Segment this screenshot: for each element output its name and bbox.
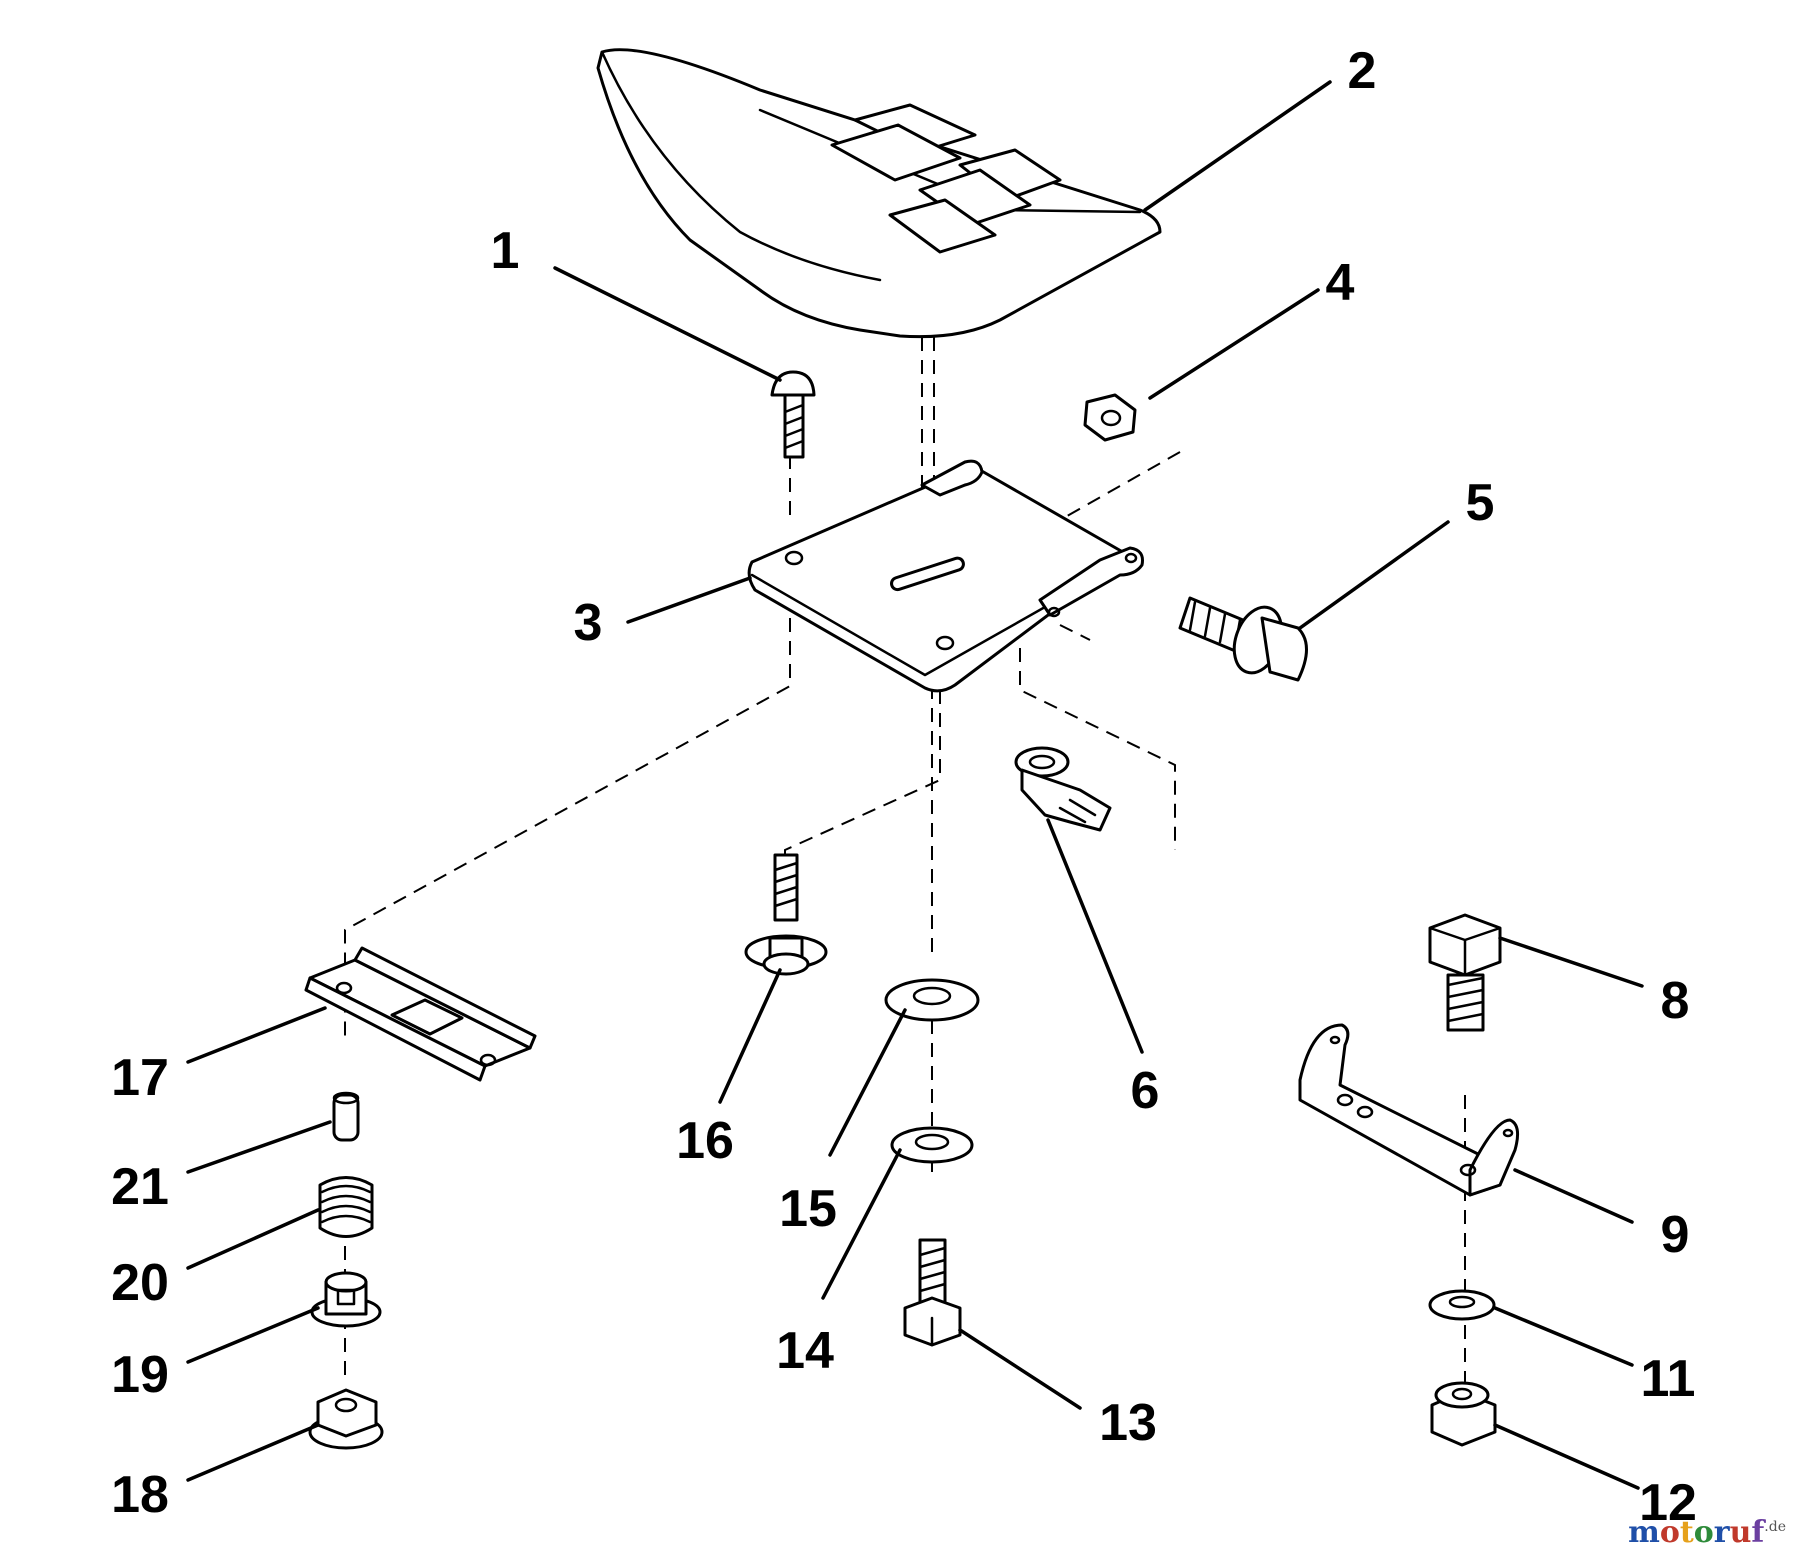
watermark-logo: motoruf.de	[1628, 1515, 1786, 1550]
leader-lines	[186, 80, 1644, 1490]
carriage-bolt-part	[770, 370, 816, 459]
callout-5: 5	[1466, 474, 1495, 532]
hex-bolt-large-part	[1428, 913, 1502, 1032]
callout-6: 6	[1131, 1062, 1160, 1120]
callout-4: 4	[1326, 254, 1355, 312]
hex-bolt-part	[903, 1238, 962, 1347]
switch-clip-part	[1014, 746, 1112, 832]
latch-plate-part	[304, 946, 537, 1082]
callout-12: 12	[1639, 1474, 1697, 1532]
shoulder-bolt-part	[744, 853, 828, 976]
callout-20: 20	[111, 1254, 169, 1312]
watermark-letter: f	[1751, 1515, 1765, 1550]
seat-plate-part	[747, 459, 1144, 693]
callout-14: 14	[776, 1322, 834, 1380]
bushing-part	[310, 1271, 382, 1328]
washer-small-part	[1428, 1289, 1496, 1321]
watermark-letter: o	[1659, 1515, 1680, 1550]
callout-3: 3	[574, 594, 603, 652]
hex-flange-bolt-part	[1178, 596, 1308, 682]
callout-2: 2	[1348, 42, 1377, 100]
callout-8: 8	[1661, 972, 1690, 1030]
callout-1: 1	[491, 222, 520, 280]
callout-11: 11	[1641, 1350, 1696, 1408]
hex-nut-part	[1083, 393, 1137, 442]
pin-part	[332, 1091, 360, 1142]
flat-washer-part	[884, 978, 980, 1022]
watermark-suffix: .de	[1764, 1519, 1786, 1535]
callout-labels: 1 2 3 4 5 6 8 9 11 12 13 14 15 16 17 18 …	[111, 42, 1697, 1532]
bracket-part	[1298, 1023, 1520, 1197]
watermark-letter: r	[1713, 1515, 1730, 1550]
spring-part	[318, 1176, 374, 1238]
seat-part	[596, 48, 1162, 339]
flange-nut-part	[308, 1388, 384, 1450]
callout-9: 9	[1661, 1206, 1690, 1264]
lock-nut-part	[1430, 1381, 1497, 1447]
watermark-letter: m	[1628, 1515, 1660, 1550]
callout-15: 15	[779, 1180, 837, 1238]
callout-17: 17	[111, 1049, 169, 1107]
callout-13: 13	[1099, 1394, 1157, 1452]
callout-21: 21	[111, 1158, 169, 1216]
lock-washer-part	[890, 1126, 974, 1164]
callout-19: 19	[111, 1346, 169, 1404]
watermark-letter: u	[1729, 1515, 1752, 1550]
callout-18: 18	[111, 1466, 169, 1524]
callout-16: 16	[676, 1112, 734, 1170]
watermark-text: motoruf	[1628, 1515, 1764, 1550]
watermark-letter: t	[1679, 1515, 1694, 1550]
watermark-letter: o	[1693, 1515, 1714, 1550]
